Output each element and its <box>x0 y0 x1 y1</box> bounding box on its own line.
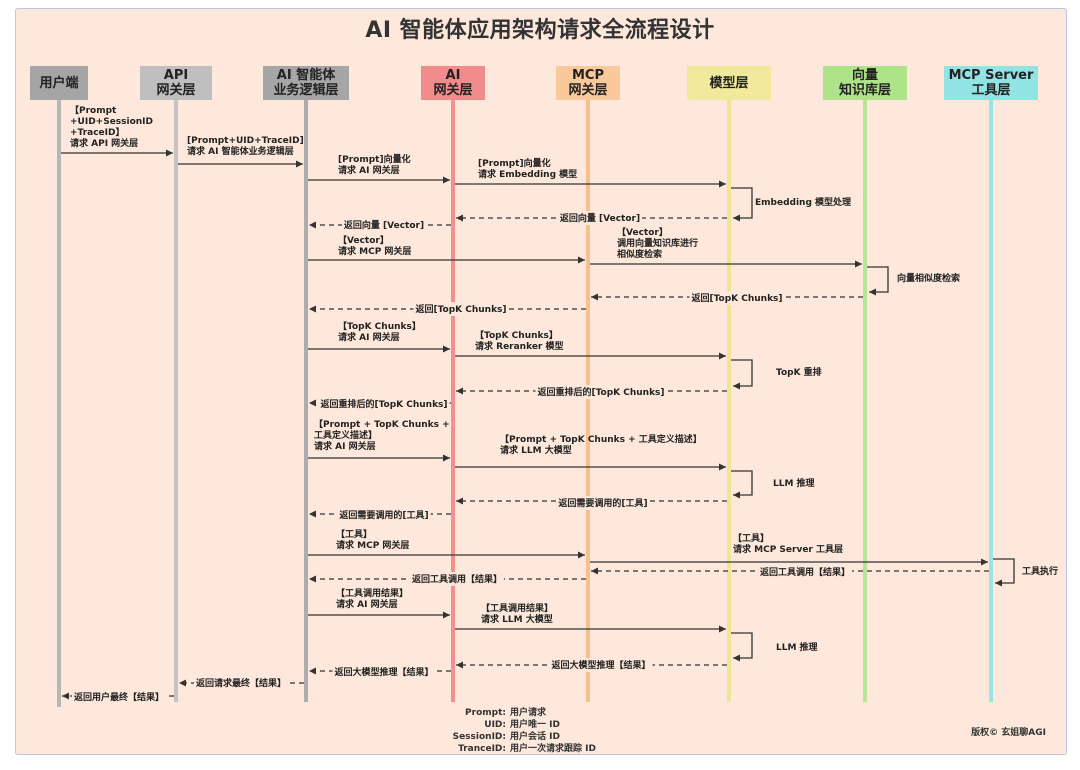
actor-apigw: API 网关层 <box>140 66 212 100</box>
message-label: 【TopK Chunks】请求 Reranker 模型 <box>475 330 564 352</box>
label-background <box>318 397 450 411</box>
message-label: 返回需要调用的[工具] <box>558 497 647 509</box>
message-label: 返回向量 [Vector] <box>344 219 424 231</box>
legend-value: 用户唯一 ID <box>509 718 560 730</box>
lifeline-mcpsrv <box>989 100 993 702</box>
message-label: 【工具】请求 MCP Server 工具层 <box>733 533 843 555</box>
legend-value: 用户会话 ID <box>509 730 560 742</box>
message-label: 【工具】请求 MCP 网关层 <box>336 529 409 551</box>
lifeline-model <box>727 100 731 702</box>
actor-label: 向量 知识库层 <box>838 68 891 98</box>
message-label: 向量相似度检索 <box>897 272 960 284</box>
legend-key: UID: <box>484 720 506 730</box>
message-label: 【TopK Chunks】请求 AI 网关层 <box>338 321 421 343</box>
actor-model: 模型层 <box>687 66 771 100</box>
actor-vdb: 向量 知识库层 <box>823 66 907 100</box>
actor-label: MCP 网关层 <box>568 68 608 98</box>
label-background <box>689 291 785 305</box>
message-label: 返回[TopK Chunks] <box>415 303 506 315</box>
message-label: 返回重排后的[TopK Chunks] <box>537 386 664 398</box>
label-background <box>413 302 509 316</box>
actor-mcpgw: MCP 网关层 <box>556 66 620 100</box>
lifeline-mcpgw <box>586 100 590 702</box>
self-message-arrow <box>731 470 753 499</box>
message-label: 【Prompt + TopK Chunks +工具定义描述】请求 AI 网关层 <box>314 419 450 452</box>
actor-mcpsrv: MCP Server 工具层 <box>944 66 1038 100</box>
lifeline-vdb <box>863 100 867 702</box>
label-background <box>557 211 643 225</box>
actor-aigw: AI 网关层 <box>421 66 485 100</box>
message-label: 返回向量 [Vector] <box>560 212 640 224</box>
message-label: Embedding 模型处理 <box>755 196 851 208</box>
legend-value: 用户请求 <box>509 706 547 718</box>
message-label: 【工具调用结果】请求 AI 网关层 <box>336 587 408 610</box>
copyright-text: 版权© 玄姐聊AGI <box>970 726 1046 738</box>
legend-key: Prompt: <box>465 708 506 718</box>
label-background <box>535 385 667 399</box>
message-label: 【Vector】调用向量知识库进行相似度检索 <box>617 227 698 260</box>
message-label: 返回大模型推理【结果】 <box>551 659 650 671</box>
self-message-arrow <box>867 266 889 296</box>
message-label: 工具执行 <box>1022 565 1058 577</box>
label-background <box>409 572 505 586</box>
message-label: 【Vector】请求 MCP 网关层 <box>338 235 411 257</box>
label-background <box>341 218 427 232</box>
legend-key: TranceID: <box>458 744 506 754</box>
actor-label: 模型层 <box>709 75 749 91</box>
message-label: 返回工具调用【结果】 <box>760 566 850 578</box>
label-background <box>757 565 853 579</box>
actor-label: AI 智能体 业务逻辑层 <box>273 68 339 98</box>
message-label: 返回需要调用的[工具] <box>339 509 428 521</box>
label-background <box>332 665 436 679</box>
message-label: 【工具调用结果】请求 LLM 大模型 <box>481 602 553 625</box>
message-label: 返回请求最终【结果】 <box>196 677 286 689</box>
message-label: [Prompt]向量化请求 Embedding 模型 <box>478 157 577 180</box>
self-message-arrow <box>731 187 753 222</box>
self-message-arrow <box>731 632 753 662</box>
self-message-arrow <box>731 359 753 390</box>
actor-label: MCP Server 工具层 <box>948 68 1034 98</box>
actor-agent: AI 智能体 业务逻辑层 <box>263 66 349 100</box>
diagram-title: AI 智能体应用架构请求全流程设计 <box>365 18 715 43</box>
label-background <box>549 658 653 672</box>
message-label: 返回重排后的[TopK Chunks] <box>320 398 447 410</box>
legend-value: 用户一次请求跟踪 ID <box>509 742 596 754</box>
message-label: 返回[TopK Chunks] <box>691 292 782 304</box>
message-label: LLM 推理 <box>773 477 815 489</box>
label-background <box>71 690 167 704</box>
label-background <box>556 496 650 510</box>
message-label: [Prompt+UID+TraceID]请求 AI 智能体业务逻辑层 <box>187 136 304 157</box>
actor-user: 用户端 <box>30 66 88 100</box>
message-label: [Prompt]向量化请求 AI 网关层 <box>338 153 411 176</box>
message-label: 返回工具调用【结果】 <box>412 573 502 585</box>
actor-label: AI 网关层 <box>433 68 473 98</box>
legend-key: SessionID: <box>453 732 506 742</box>
lifeline-apigw <box>174 100 178 702</box>
label-background <box>337 508 431 522</box>
diagram-frame <box>15 8 1067 755</box>
message-label: 【Prompt + TopK Chunks + 工具定义描述】请求 LLM 大模… <box>500 433 702 456</box>
lifeline-agent <box>304 100 308 702</box>
self-message-arrow <box>993 558 1015 587</box>
message-label: LLM 推理 <box>776 641 818 653</box>
message-label: TopK 重排 <box>776 366 822 378</box>
message-label: 返回大模型推理【结果】 <box>334 666 433 678</box>
label-background <box>193 676 289 690</box>
actor-label: 用户端 <box>39 75 79 91</box>
message-label: 返回用户最终【结果】 <box>74 691 164 703</box>
message-label: 【Prompt+UID+SessionID+TraceID】请求 API 网关层 <box>70 105 153 149</box>
actor-label: API 网关层 <box>156 68 196 98</box>
lifeline-user <box>57 100 61 707</box>
lifeline-aigw <box>451 100 455 702</box>
